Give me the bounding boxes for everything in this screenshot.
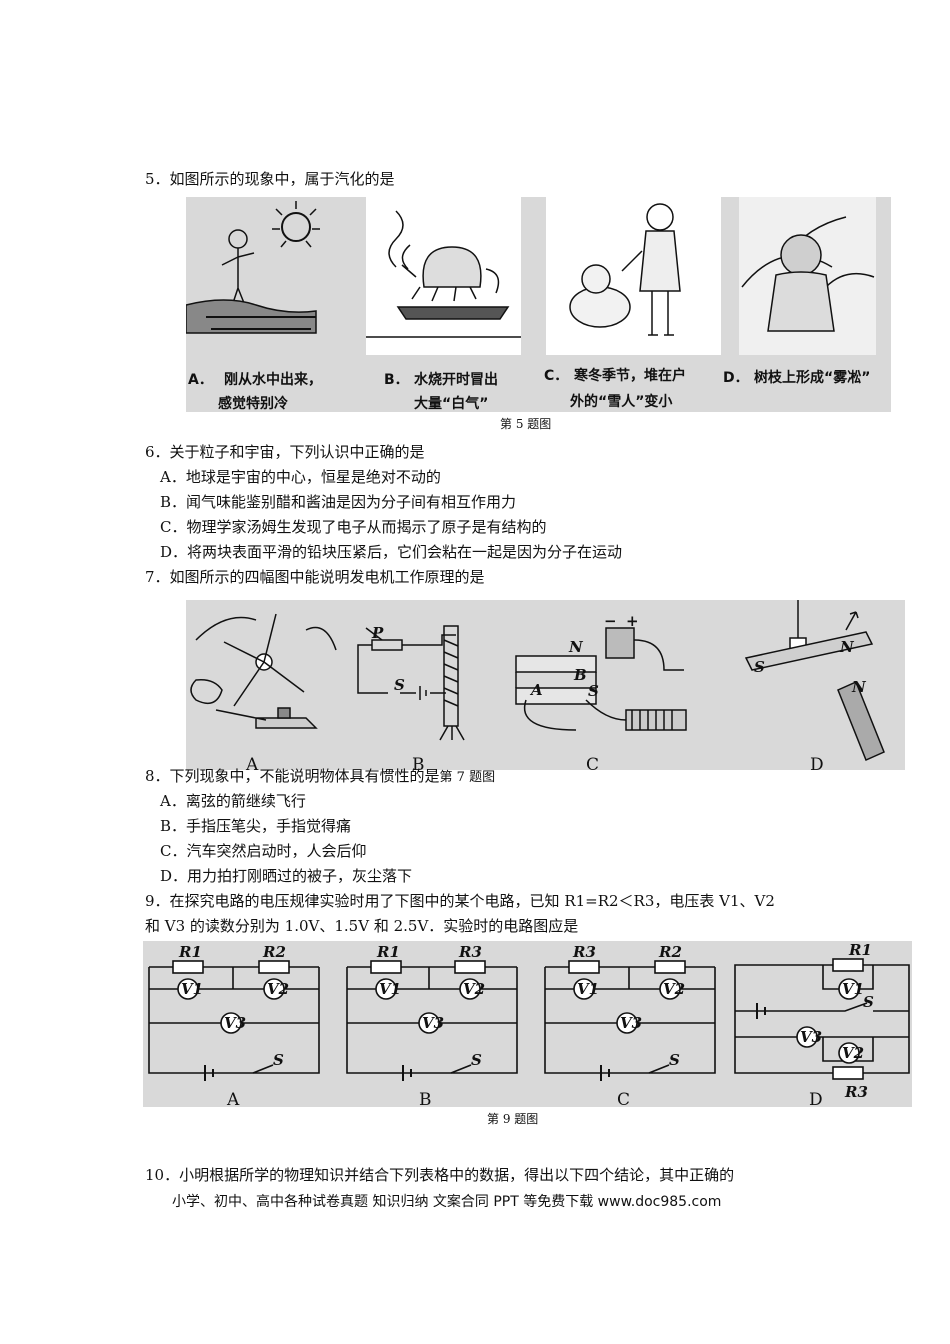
q7-figure-b (357, 625, 465, 741)
q7-figure: A P S B N B A S − + C (186, 600, 905, 770)
q9-stem-line1: 9．在探究电路的电压规律实验时用了下图中的某个电路，已知 R1=R2＜R3，电压… (145, 892, 775, 910)
q5-c-text1: 寒冬季节，堆在户 (574, 367, 686, 384)
q5-c-text2: 外的“雪人”变小 (570, 393, 672, 410)
q7-c-plus-label: + (626, 612, 639, 630)
q5-b-text2: 大量“白气” (414, 395, 488, 412)
q9-a-switch: S (273, 1051, 284, 1069)
q8-stem: 8．下列现象中，不能说明物体具有惯性的是第 7 题图 (145, 766, 495, 788)
q6-option-a: A．地球是宇宙的中心，恒星是绝对不动的 (160, 468, 441, 486)
q9-b-r-right: R3 (458, 943, 482, 961)
q9-b-v2: V2 (463, 980, 485, 998)
q9-b-v1: V1 (379, 980, 401, 998)
q9-d-v2: V2 (842, 1044, 864, 1062)
q8-option-c: C．汽车突然启动时，人会后仰 (160, 842, 367, 860)
q9-a-v2: V2 (267, 980, 289, 998)
q9-c-v3: V3 (620, 1014, 642, 1032)
q7-figure-c (515, 627, 687, 731)
q7-c-b-label: B (573, 666, 587, 684)
q5-a-text1: 刚从水中出来， (224, 371, 322, 388)
q8-option-d: D．用力拍打刚晒过的被子，灰尘落下 (160, 867, 413, 885)
q5-a-letter: A． (188, 372, 213, 388)
q7-c-n-label: N (568, 638, 584, 656)
q7-b-p-label: P (371, 624, 384, 642)
q6-option-b: B．闻气味能鉴别醋和酱油是因为分子间有相互作用力 (160, 493, 517, 511)
q7-d-n2-label: N (851, 678, 867, 696)
q7-c-a-label: A (529, 681, 543, 699)
q9-b-r-left: R1 (376, 943, 400, 961)
q7-label-b: B (412, 755, 425, 770)
q9-circuit-d (734, 958, 910, 1080)
q9-d-r-bottom: R3 (844, 1083, 868, 1101)
q9-a-r-left: R1 (178, 943, 202, 961)
q10-stem: 10．小明根据所学的物理知识并结合下列表格中的数据，得出以下四个结论，其中正确的 (145, 1166, 735, 1184)
q9-label-b: B (419, 1090, 432, 1107)
q7-figure-a (190, 613, 337, 729)
q9-b-switch: S (471, 1051, 482, 1069)
q5-figure: A． 刚从水中出来， 感觉特别冷 B． 水烧开时冒出 大量“白气” C． 寒冬季… (186, 197, 891, 412)
q7-label-c: C (586, 755, 599, 770)
q9-stem-line2: 和 V3 的读数分别为 1.0V、1.5V 和 2.5V．实验时的电路图应是 (145, 917, 579, 935)
q9-c-r-right: R2 (658, 943, 682, 961)
q9-c-v2: V2 (663, 980, 685, 998)
q9-figure: R1 R2 V1 V2 V3 S A R1 R3 V1 V2 V3 S B (143, 941, 912, 1107)
q7-d-n-label: N (839, 638, 855, 656)
q9-d-v1: V1 (842, 980, 864, 998)
q9-caption: 第 9 题图 (487, 1112, 539, 1126)
q5-d-letter: D． (723, 370, 749, 386)
q5-panel-c-illustration (546, 197, 721, 355)
q5-panel-d-illustration (739, 197, 876, 355)
page-footer: 小学、初中、高中各种试卷真题 知识归纳 文案合同 PPT 等免费下载 www.d… (172, 1194, 722, 1210)
q7-label-d: D (810, 755, 824, 770)
q9-c-r-left: R3 (572, 943, 596, 961)
q9-circuit-b (346, 960, 518, 1081)
q6-option-d: D．将两块表面平滑的铅块压紧后，它们会粘在一起是因为分子在运动 (160, 543, 623, 561)
q5-stem: 5．如图所示的现象中，属于汽化的是 (145, 170, 395, 188)
q9-c-switch: S (669, 1051, 680, 1069)
q9-d-switch: S (863, 993, 874, 1011)
q7-c-minus-label: − (604, 612, 617, 630)
q9-a-r-right: R2 (262, 943, 286, 961)
q9-a-v3: V3 (224, 1014, 246, 1032)
q5-a-text2: 感觉特别冷 (218, 395, 288, 412)
q5-d-text1: 树枝上形成“雾凇” (754, 369, 870, 386)
q7-c-s-label: S (588, 682, 599, 700)
q7-b-s-label: S (394, 676, 405, 694)
q7-label-a: A (245, 755, 259, 770)
q8-option-b: B．手指压笔尖，手指觉得痛 (160, 817, 352, 835)
q7-figure-d (744, 600, 885, 762)
q9-d-v3: V3 (800, 1028, 822, 1046)
q6-stem: 6．关于粒子和宇宙，下列认识中正确的是 (145, 443, 425, 461)
q7-stem: 7．如图所示的四幅图中能说明发电机工作原理的是 (145, 568, 485, 586)
q8-stem-text: 8．下列现象中，不能说明物体具有惯性的是 (145, 767, 440, 785)
q9-label-c: C (617, 1090, 630, 1107)
q9-circuit-a (148, 960, 320, 1081)
q7-caption: 第 7 题图 (439, 770, 496, 785)
q6-option-c: C．物理学家汤姆生发现了电子从而揭示了原子是有结构的 (160, 518, 547, 536)
q9-d-r-top: R1 (848, 941, 872, 959)
q9-label-d: D (809, 1090, 823, 1107)
q5-caption: 第 5 题图 (500, 417, 552, 431)
q5-c-letter: C． (544, 368, 568, 384)
q5-panel-a-illustration (186, 201, 320, 334)
q5-b-letter: B． (384, 372, 409, 388)
q8-option-a: A．离弦的箭继续飞行 (160, 792, 306, 810)
q9-c-v1: V1 (577, 980, 599, 998)
q9-b-v3: V3 (422, 1014, 444, 1032)
q9-circuit-c (544, 960, 716, 1081)
q5-panel-b-illustration (366, 197, 521, 355)
q9-a-v1: V1 (181, 980, 203, 998)
q9-label-a: A (226, 1090, 240, 1107)
q7-d-s-label: S (754, 658, 765, 676)
q5-b-text1: 水烧开时冒出 (414, 371, 498, 388)
